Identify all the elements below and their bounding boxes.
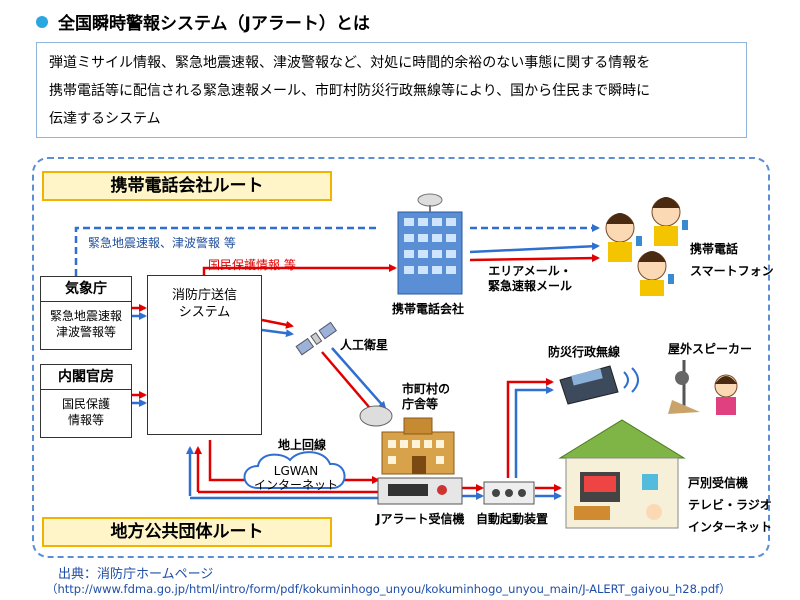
civil-protection-route bbox=[202, 264, 397, 275]
mobile-label: 携帯電話 スマートフォン bbox=[690, 238, 774, 282]
lgwan-line: LGWAN bbox=[273, 464, 319, 478]
cabinet-title: 内閣官房 bbox=[41, 365, 131, 390]
auto-start-device-icon bbox=[483, 481, 535, 505]
area-mail-line: エリアメール・ bbox=[488, 264, 572, 278]
outdoor-speaker-label: 屋外スピーカー bbox=[668, 342, 753, 356]
receiver-label: Jアラート受信機 bbox=[376, 512, 465, 526]
household-label: 戸別受信機 テレビ・ラジオ インターネット bbox=[688, 472, 772, 538]
description-box: 弾道ミサイル情報、緊急地震速報、津波警報など、対処に時間的余裕のない事態に関する… bbox=[36, 42, 747, 138]
child-icon bbox=[714, 374, 738, 415]
person-with-phone-icon bbox=[651, 197, 688, 246]
house-icon bbox=[558, 419, 686, 529]
cloud-icon bbox=[243, 451, 346, 489]
carrier-company-label: 携帯電話会社 bbox=[392, 302, 465, 316]
local-government-route-label: 地方公共団体ルート bbox=[42, 517, 332, 547]
speaker-icon bbox=[668, 360, 700, 414]
fdma-system-label: 消防庁送信 システム bbox=[147, 287, 262, 321]
household-line: テレビ・ラジオ bbox=[688, 498, 772, 512]
description-line: 伝達するシステム bbox=[49, 111, 161, 127]
area-mail-line: 緊急速報メール bbox=[488, 279, 573, 293]
household-line: インターネット bbox=[688, 520, 773, 534]
bullet-icon bbox=[36, 16, 48, 28]
jma-box: 気象庁 緊急地震速報 津波警報等 bbox=[40, 276, 132, 350]
cabinet-box: 内閣官房 国民保護 情報等 bbox=[40, 364, 132, 438]
carrier-route-label: 携帯電話会社ルート bbox=[42, 171, 332, 201]
mobile-line: 携帯電話 bbox=[690, 242, 739, 256]
radio-console-icon bbox=[559, 365, 639, 405]
fdma-label-line: システム bbox=[178, 305, 231, 320]
municipality-label: 市町村の 庁舎等 bbox=[402, 382, 450, 412]
carrier-to-phones-blue bbox=[469, 242, 600, 254]
satellite-icon bbox=[295, 321, 338, 356]
diagram-frame bbox=[32, 157, 770, 558]
area-mail-label: エリアメール・ 緊急速報メール bbox=[488, 264, 572, 294]
satellite-label: 人工衛星 bbox=[340, 338, 389, 352]
page-title: 全国瞬時警報システム（Jアラート）とは bbox=[58, 14, 370, 34]
municipality-line: 庁舎等 bbox=[402, 397, 439, 411]
jma-item: 緊急地震速報 bbox=[49, 309, 122, 323]
city-hall-icon bbox=[359, 405, 455, 475]
mobile-line: スマートフォン bbox=[690, 264, 774, 278]
earthquake-flow-label: 緊急地震速報、津波警報 等 bbox=[88, 236, 236, 250]
jma-item: 津波警報等 bbox=[55, 325, 116, 339]
lgwan-label: LGWAN インターネット bbox=[254, 464, 338, 492]
description-line: 弾道ミサイル情報、緊急地震速報、津波警報など、対処に時間的余裕のない事態に関する… bbox=[49, 55, 651, 71]
source-label: 出典：消防庁ホームページ bbox=[58, 567, 214, 582]
municipality-line: 市町村の bbox=[402, 382, 451, 396]
lgwan-line: インターネット bbox=[254, 478, 339, 492]
description-line: 携帯電話等に配信される緊急速報メール、市町村防災行政無線等により、国から住民まで… bbox=[49, 83, 651, 99]
household-line: 戸別受信機 bbox=[688, 476, 749, 490]
carrier-to-phones-red bbox=[469, 254, 600, 263]
jma-title: 気象庁 bbox=[41, 277, 131, 302]
bousai-musen-label: 防災行政無線 bbox=[548, 345, 621, 359]
auto-start-label: 自動起動装置 bbox=[476, 512, 549, 526]
cabinet-item: 国民保護 bbox=[61, 397, 110, 411]
fdma-label-line: 消防庁送信 bbox=[171, 288, 237, 303]
receiver-icon bbox=[377, 477, 463, 505]
person-with-phone-icon bbox=[605, 213, 642, 262]
source-url[interactable]: （http://www.fdma.go.jp/html/intro/form/p… bbox=[46, 582, 731, 596]
building-icon bbox=[397, 193, 463, 295]
ground-line-label: 地上回線 bbox=[278, 438, 327, 452]
earthquake-dashed-route bbox=[74, 224, 600, 276]
person-with-phone-icon bbox=[637, 251, 674, 296]
cabinet-item: 情報等 bbox=[67, 413, 104, 427]
fdma-system-box bbox=[147, 275, 262, 435]
civil-protection-flow-label: 国民保護情報 等 bbox=[208, 258, 296, 272]
